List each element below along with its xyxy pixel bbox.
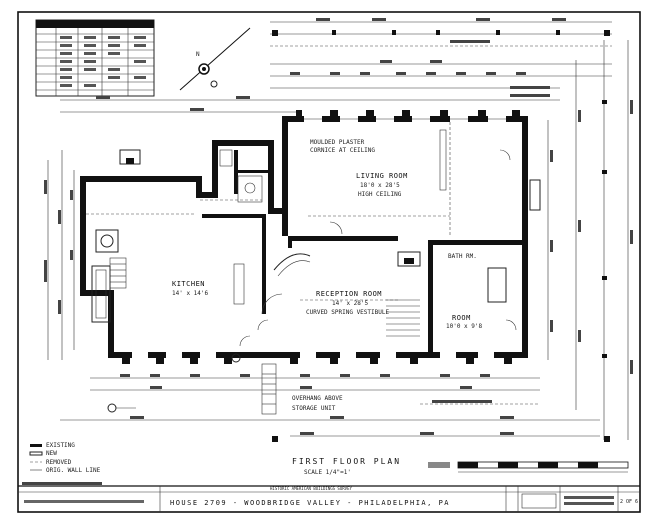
plan-scale-note: SCALE 1/4"=1' — [304, 469, 351, 476]
plan-title-block: FIRST FLOOR PLAN SCALE 1/4"=1' — [292, 457, 629, 476]
column-markers — [272, 30, 610, 442]
living-room-size: 18'0 x 28'5 — [360, 182, 400, 189]
note-storage: STORAGE UNIT — [292, 405, 336, 412]
building-walls — [80, 110, 528, 364]
north-arrow-icon: N — [179, 27, 251, 91]
kitchen-label: KITCHEN — [172, 280, 205, 288]
top-dimensions — [60, 18, 612, 113]
room-size: 10'0 x 9'8 — [446, 323, 483, 330]
room-label: ROOM — [452, 314, 471, 322]
bath-label: BATH RM. — [448, 253, 477, 260]
room-labels: LIVING ROOM 18'0 x 28'5 HIGH CEILING KIT… — [172, 172, 483, 330]
kitchen-size: 14' x 14'6 — [172, 290, 209, 297]
left-dimensions — [44, 150, 75, 360]
plan-notes: MOULDED PLASTER CORNICE AT CEILING OVERH… — [292, 139, 375, 412]
survey-header: HISTORIC AMERICAN BUILDINGS SURVEY — [270, 486, 352, 491]
fixtures — [86, 122, 541, 415]
living-room-label: LIVING ROOM — [356, 172, 408, 180]
legend-item-2: REMOVED — [46, 459, 72, 466]
reception-room-label: RECEPTION ROOM — [316, 290, 382, 298]
bottom-dimensions — [60, 374, 600, 437]
plan-title: FIRST FLOOR PLAN — [292, 457, 401, 466]
note-plaster: MOULDED PLASTER — [310, 139, 365, 146]
title-block: HISTORIC AMERICAN BUILDINGS SURVEY HOUSE… — [18, 482, 640, 512]
scale-bar — [457, 461, 629, 473]
schedule-table — [35, 19, 155, 97]
legend-item-0: EXISTING — [46, 442, 75, 449]
legend: EXISTING NEW REMOVED ORIG. WALL LINE — [29, 442, 101, 474]
building-name: HOUSE 2709 - WOODBRIDGE VALLEY - PHILADE… — [170, 499, 450, 507]
living-room-note: HIGH CEILING — [358, 191, 402, 198]
legend-item-3: ORIG. WALL LINE — [46, 467, 101, 474]
reception-room-size: 14' x 28'5 — [332, 300, 369, 307]
note-overhang: OVERHANG ABOVE — [292, 395, 343, 402]
sheet-number: 2 OF 6 — [620, 499, 638, 505]
svg-text:N: N — [196, 51, 200, 58]
right-dimensions — [547, 40, 633, 440]
legend-item-1: NEW — [46, 450, 57, 457]
reception-room-note: CURVED SPRING VESTIBULE — [306, 309, 389, 316]
note-cornice: CORNICE AT CEILING — [310, 147, 375, 154]
